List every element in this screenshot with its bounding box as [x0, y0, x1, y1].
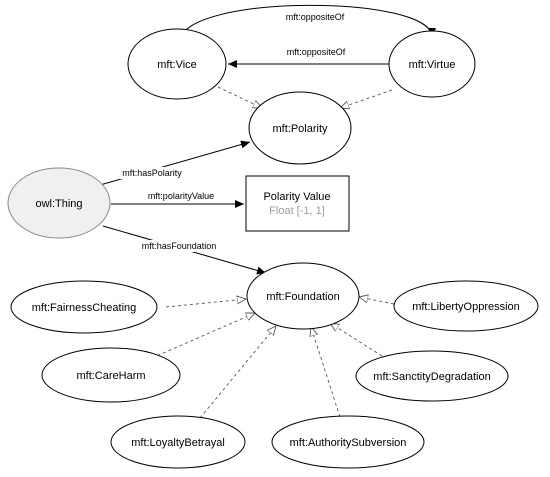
edge-fairness-cheating-subclass — [165, 299, 246, 308]
node-sanctity-degradation[interactable]: mft:SanctityDegradation — [355, 350, 509, 402]
polarity-value-subtitle: Float [-1, 1] — [269, 205, 325, 217]
node-loyalty-betrayal-label: mft:LoyaltyBetrayal — [131, 437, 225, 449]
edge-care-harm-subclass — [151, 313, 255, 359]
edge-label-has-polarity: mft:hasPolarity — [122, 168, 182, 178]
node-vice[interactable]: mft:Vice — [127, 28, 227, 100]
node-liberty-oppression-label: mft:LibertyOppression — [412, 301, 520, 313]
node-fairness-cheating-label: mft:FairnessCheating — [32, 302, 137, 314]
node-foundation-label: mft:Foundation — [266, 291, 339, 303]
edge-label-has-foundation: mft:hasFoundation — [142, 241, 217, 251]
node-owl-thing[interactable]: owl:Thing — [7, 167, 111, 239]
node-authority-subversion[interactable]: mft:AuthoritySubversion — [271, 415, 425, 469]
edge-label-opposite-of-middle: mft:oppositeOf — [287, 47, 346, 57]
edge-vice-to-virtue — [179, 4, 436, 43]
node-care-harm-label: mft:CareHarm — [76, 370, 145, 382]
node-vice-label: mft:Vice — [157, 59, 197, 71]
node-authority-subversion-label: mft:AuthoritySubversion — [290, 437, 407, 449]
node-polarity-label: mft:Polarity — [272, 123, 328, 135]
edge-loyalty-betrayal-subclass — [199, 326, 276, 419]
node-virtue[interactable]: mft:Virtue — [388, 30, 476, 98]
node-sanctity-degradation-label: mft:SanctityDegradation — [373, 371, 490, 383]
edge-sanctity-degradation-subclass — [330, 323, 383, 357]
node-virtue-label: mft:Virtue — [409, 59, 456, 71]
node-foundation[interactable]: mft:Foundation — [246, 262, 360, 330]
edge-virtue-subclass-polarity — [340, 89, 393, 108]
node-care-harm[interactable]: mft:CareHarm — [41, 347, 181, 403]
node-owl-thing-label: owl:Thing — [35, 198, 82, 210]
node-fairness-cheating[interactable]: mft:FairnessCheating — [10, 280, 158, 334]
polarity-value-title: Polarity Value — [263, 191, 330, 203]
edge-label-opposite-of-top: mft:oppositeOf — [286, 12, 345, 22]
polarity-value-box[interactable]: Polarity Value Float [-1, 1] — [245, 175, 350, 232]
node-liberty-oppression[interactable]: mft:LibertyOppression — [393, 280, 539, 332]
edge-vice-subclass-polarity — [217, 86, 262, 108]
edge-authority-subversion-subclass — [311, 327, 341, 418]
edge-label-polarity-value: mft:polarityValue — [148, 191, 214, 201]
node-loyalty-betrayal[interactable]: mft:LoyaltyBetrayal — [110, 415, 246, 469]
node-polarity[interactable]: mft:Polarity — [248, 91, 352, 165]
edge-liberty-oppression-subclass — [359, 297, 395, 305]
